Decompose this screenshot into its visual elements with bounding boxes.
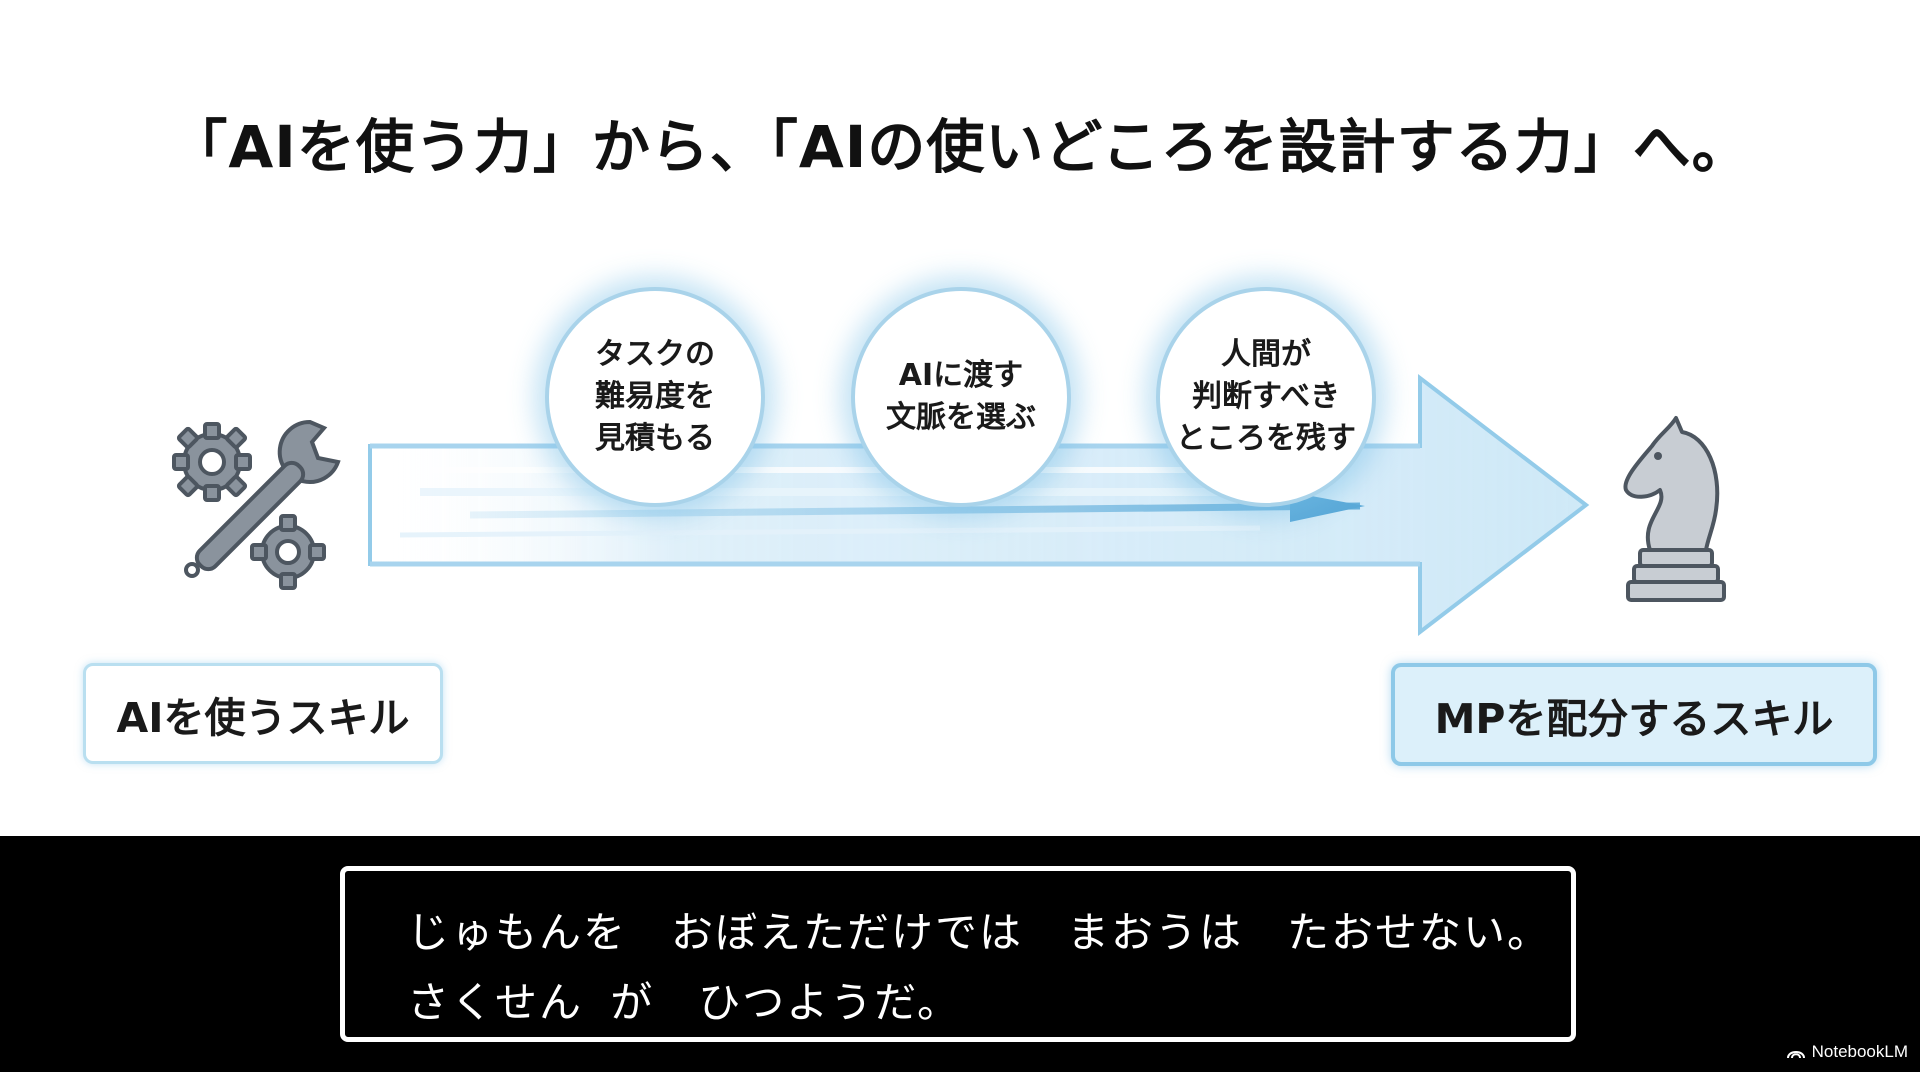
slide-title: 「AIを使う力」から、「AIの使いどころを設計する力」へ。 [169,113,1751,181]
notebooklm-watermark: NotebookLM [1786,1042,1908,1062]
skill-allocate-mp: MPを配分するスキル [1391,663,1877,766]
dialog-line-1: じゅもんを おぼえただけでは まおうは たおせない。 [407,908,1552,957]
slide: 「AIを使う力」から、「AIの使いどころを設計する力」へ。 タスクの 難易度を … [83,113,1877,766]
watermark-label: NotebookLM [1811,1042,1908,1061]
dialog-line-2: さくせん が ひつようだ。 [407,978,962,1027]
dialog-box: じゅもんを おぼえただけでは まおうは たおせない。 さくせん が ひつようだ。 [340,866,1576,1042]
bubble-label: AIに渡す 文脈を選ぶ [886,358,1036,435]
bubble-estimate-difficulty: タスクの 難易度を 見積もる [545,287,765,507]
bubble-human-judgment: 人間が 判断すべき ところを残す [1156,287,1376,507]
bubble-label: タスクの 難易度を 見積もる [595,337,715,456]
bubble-label: 人間が 判断すべき ところを残す [1176,337,1356,456]
wrench-gears-icon [172,419,341,590]
chess-knight-icon [1623,416,1726,602]
notebooklm-logo-icon [1786,1051,1805,1059]
bubble-choose-context: AIに渡す 文脈を選ぶ [851,287,1071,507]
skill-use-ai: AIを使うスキル [83,663,443,764]
